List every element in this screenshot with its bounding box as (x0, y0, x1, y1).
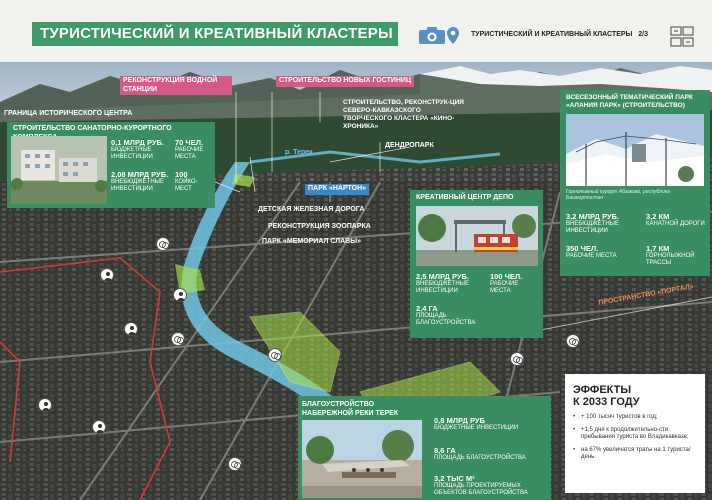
label-dendropark: ДЕНДРОПАРК (385, 142, 434, 149)
camera-icon (419, 27, 445, 44)
label-river-terek: р. Терек (285, 149, 313, 156)
alania-title: ВСЕСЕЗОННЫЙ ТЕМАТИЧЕСКИЙ ПАРК «АЛАНИЯ ПА… (566, 94, 693, 109)
theater-masks-icon (231, 461, 241, 469)
effects-list: + 100 тысяч туристов в год; +1,5 дня к п… (573, 414, 697, 461)
theater-masks-icon (569, 338, 579, 346)
embankment-card: БЛАГОУСТРОЙСТВО НАБЕРЕЖНОЙ РЕКИ ТЕРЕК 0,… (298, 396, 551, 500)
label-childrens-railway: ДЕТСКАЯ ЖЕЛЕЗНАЯ ДОРОГА (258, 206, 365, 213)
page-title: ТУРИСТИЧЕСКИЙ И КРЕАТИВНЫЙ КЛАСТЕРЫ (32, 22, 398, 46)
label-zoo: РЕКОНСТРУКЦИЯ ЗООПАРКА (268, 223, 371, 230)
theater-marker[interactable] (156, 237, 170, 251)
theater-marker[interactable] (268, 348, 282, 362)
theater-marker[interactable] (171, 332, 185, 346)
effects-item: на 67% увеличатся траты на 1 туриста/ден… (573, 447, 697, 461)
page-number: 2/3 (638, 31, 648, 38)
person-marker[interactable] (124, 322, 138, 336)
person-icon (104, 272, 112, 281)
effects-item: + 100 тысяч туристов в год; (573, 414, 697, 421)
theater-masks-icon (271, 352, 281, 360)
theater-marker[interactable] (566, 334, 580, 348)
sanatorium-card: СТРОИТЕЛЬСТВО САНАТОРНО-КУРОРТНОГО КОМПЛ… (7, 122, 215, 208)
section-label: ТУРИСТИЧЕСКИЙ И КРЕАТИВНЫЙ КЛАСТЕРЫ 2/3 (471, 31, 648, 38)
label-park-narton: ПАРК «НАРТОН» (305, 184, 370, 195)
label-park-glory: ПАРК «МЕМОРИАЛ СЛАВЫ» (262, 238, 361, 245)
person-icon (42, 402, 50, 411)
theater-masks-icon (513, 356, 523, 364)
person-marker[interactable] (173, 288, 187, 302)
person-icon (96, 424, 104, 433)
theater-marker[interactable] (228, 457, 242, 471)
header: ТУРИСТИЧЕСКИЙ И КРЕАТИВНЫЙ КЛАСТЕРЫ ТУРИ… (0, 0, 712, 62)
theater-masks-icon (174, 336, 184, 344)
map-pin-icon (447, 27, 459, 44)
label-historic-center: ГРАНИЦА ИСТОРИЧЕСКОГО ЦЕНТРА (4, 110, 133, 117)
person-marker[interactable] (92, 420, 106, 434)
theater-marker[interactable] (510, 352, 524, 366)
embankment-photo (302, 420, 422, 498)
label-creative-cluster: СТРОИТЕЛЬСТВО, РЕКОНСТРУК-ЦИЯ СЕВЕРО-КАВ… (343, 99, 464, 130)
depot-card: КРЕАТИВНЫЙ ЦЕНТР ДЕПО 2,5 МЛРД РУБ. ВНЕБ… (410, 190, 543, 338)
effects-heading: ЭФФЕКТЫ К 2033 ГОДУ (573, 384, 640, 408)
effects-box: ЭФФЕКТЫ К 2033 ГОДУ + 100 тысяч туристов… (565, 374, 705, 493)
depot-title: КРЕАТИВНЫЙ ЦЕНТР ДЕПО (416, 194, 514, 201)
person-icon (177, 292, 185, 301)
alania-park-card: ВСЕСЕЗОННЫЙ ТЕМАТИЧЕСКИЙ ПАРК «АЛАНИЯ ПА… (560, 90, 710, 276)
theater-masks-icon (159, 241, 169, 249)
depot-photo (416, 206, 538, 266)
person-marker[interactable] (38, 398, 52, 412)
city-map[interactable]: РЕКОНСТРУКЦИЯ ВОДНОЙ СТАНЦИИ СТРОИТЕЛЬСТ… (0, 62, 712, 500)
person-icon (128, 326, 136, 335)
person-marker[interactable] (100, 268, 114, 282)
label-new-hotels: СТРОИТЕЛЬСТВО НОВЫХ ГОСТИНИЦ (276, 76, 415, 87)
effects-item: +1,5 дня к продолжительно-сти пребывания… (573, 427, 697, 441)
sanatorium-photo (11, 136, 107, 204)
label-water-station: РЕКОНСТРУКЦИЯ ВОДНОЙ СТАНЦИИ (120, 76, 232, 95)
alania-photo (566, 114, 704, 186)
embankment-title: БЛАГОУСТРОЙСТВО НАБЕРЕЖНОЙ РЕКИ ТЕРЕК (302, 401, 399, 417)
alania-photo-caption: Горнолыжный курорт Абзаково, республика … (566, 189, 670, 201)
logo-icon (670, 26, 694, 47)
